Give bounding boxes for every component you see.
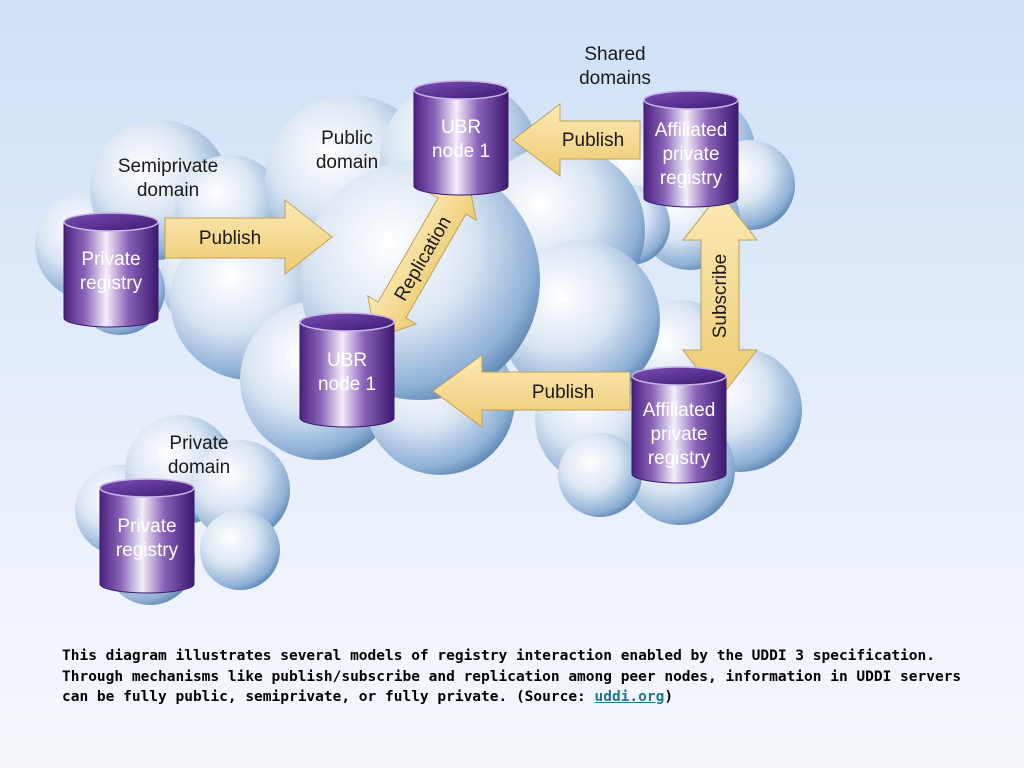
cylinder-top	[631, 366, 727, 386]
arrow-label-publish-bottom: Publish	[532, 382, 594, 403]
source-link[interactable]: uddi.org	[594, 689, 665, 705]
arrow-publish-top: Publish	[512, 102, 641, 178]
cylinder-top	[413, 80, 509, 100]
cylinder-top	[99, 478, 195, 498]
cylinder-body	[413, 89, 509, 196]
cylinder-body	[643, 99, 739, 208]
arrow-publish-bottom: Publish	[432, 354, 631, 428]
cylinder-body	[299, 321, 395, 428]
arrow-label-subscribe: Subscribe	[710, 254, 731, 339]
arrow-label-publish-top: Publish	[562, 130, 624, 151]
cylinder-body	[99, 487, 195, 594]
arrow-publish-semiprivate: Publish	[164, 198, 333, 276]
caption-close: )	[664, 689, 674, 705]
caption-text: This diagram illustrates several models …	[62, 648, 962, 705]
cylinder-top	[643, 90, 739, 110]
caption: This diagram illustrates several models …	[62, 646, 962, 708]
cylinder-body	[631, 375, 727, 484]
cylinder-body	[63, 221, 159, 328]
cylinder-top	[299, 312, 395, 332]
cylinder-top	[63, 212, 159, 232]
arrow-label-publish-semiprivate: Publish	[199, 228, 261, 249]
